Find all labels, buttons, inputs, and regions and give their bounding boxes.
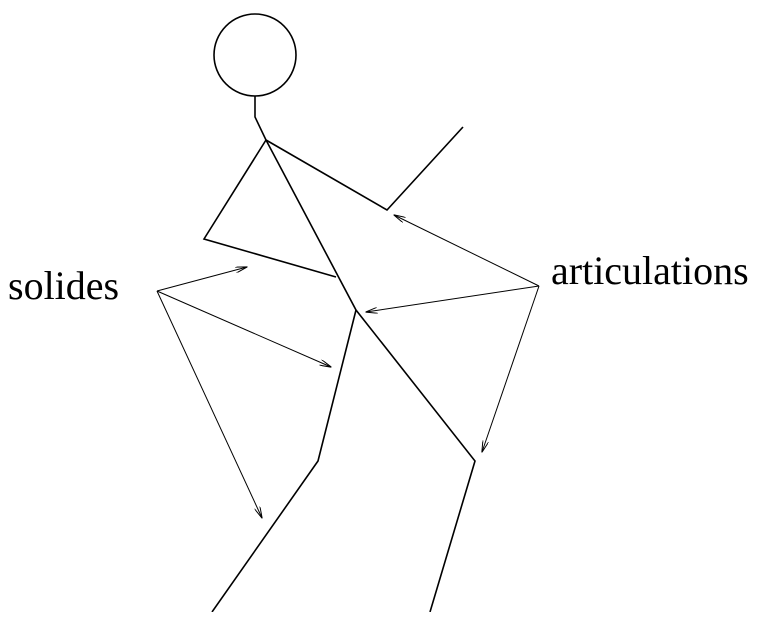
- articulations-pointers: [366, 215, 539, 452]
- left-arm: [204, 140, 336, 277]
- head: [214, 14, 296, 96]
- articulations-arrow-elbow: [394, 215, 539, 286]
- solides-arrow-shin: [157, 291, 262, 518]
- neck: [255, 96, 266, 140]
- torso-right-leg: [266, 140, 475, 612]
- articulations-arrow-hip: [366, 286, 539, 312]
- label-articulations: articulations: [551, 251, 749, 291]
- left-leg: [212, 310, 356, 612]
- right-arm: [266, 127, 463, 210]
- solides-arrow-forearm: [157, 267, 247, 291]
- solides-arrow-thigh: [157, 291, 331, 367]
- articulations-arrow-knee: [482, 286, 539, 452]
- label-solides: solides: [8, 266, 119, 306]
